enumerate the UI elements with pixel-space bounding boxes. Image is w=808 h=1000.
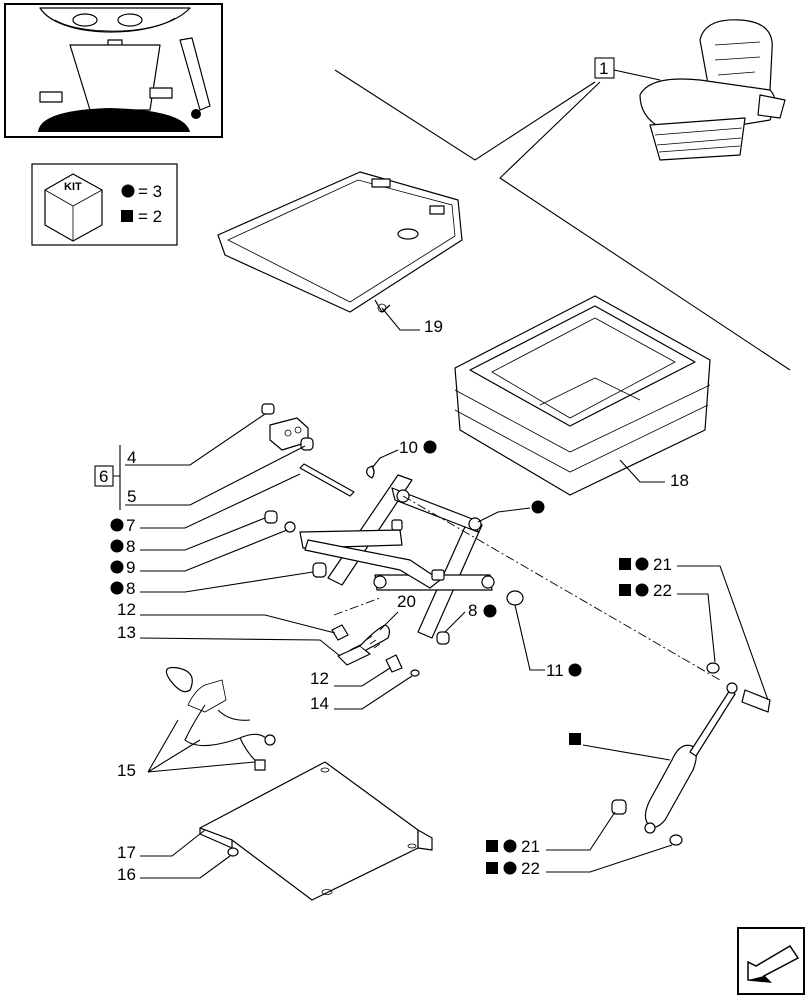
kit-circle-count: = 3 [138, 182, 162, 201]
svg-text:15: 15 [117, 761, 136, 780]
part-8-bushing-right [436, 631, 450, 645]
callout-7[interactable]: 7 [110, 473, 301, 535]
svg-text:17: 17 [117, 843, 136, 862]
part-14-pin [410, 669, 420, 677]
part-16-nut [227, 847, 239, 857]
filled-square-icon [121, 210, 133, 222]
svg-text:11: 11 [546, 661, 564, 680]
part-8-bushing-lower [312, 562, 327, 578]
part-11-bushing [506, 590, 524, 606]
callout-15[interactable]: 15 [117, 719, 256, 780]
svg-text:12: 12 [310, 669, 329, 688]
part-21-bolt-lower [611, 799, 627, 815]
callout-1[interactable]: 1 [594, 57, 661, 81]
svg-text:1: 1 [599, 59, 608, 78]
callout-13[interactable]: 13 [117, 623, 341, 657]
callout-21-lower[interactable]: 21 [486, 811, 616, 856]
callout-22-lower[interactable]: 22 [486, 844, 673, 878]
svg-text:8: 8 [126, 537, 135, 556]
svg-text:9: 9 [126, 558, 135, 577]
kit-word: KIT [64, 181, 82, 193]
callout-6[interactable]: 6 [94, 445, 121, 510]
svg-text:20: 20 [397, 592, 416, 611]
svg-text:18: 18 [670, 471, 689, 490]
svg-text:4: 4 [127, 448, 136, 467]
callout-circle-marker[interactable] [477, 500, 545, 523]
svg-text:22: 22 [653, 581, 672, 600]
callout-8-b[interactable]: 8 [110, 571, 314, 598]
callout-10[interactable]: 10 [371, 438, 437, 469]
svg-text:19: 19 [424, 317, 443, 336]
callout-11[interactable]: 11 [514, 604, 582, 680]
callout-12-b[interactable]: 12 [310, 667, 391, 688]
complete-seat-illustration [639, 19, 786, 161]
callout-18[interactable]: 18 [619, 459, 689, 490]
svg-text:8: 8 [468, 601, 477, 620]
svg-text:10: 10 [399, 438, 418, 457]
svg-text:5: 5 [127, 487, 136, 506]
callout-14[interactable]: 14 [310, 675, 413, 713]
callout-12-a[interactable]: 12 [117, 600, 336, 634]
kit-legend: KIT = 3 = 2 [31, 163, 178, 246]
callout-8-c[interactable]: 8 [444, 601, 497, 633]
callout-4[interactable]: 4 [125, 413, 266, 467]
callout-5[interactable]: 5 [125, 445, 306, 506]
callout-17[interactable]: 17 [117, 829, 206, 862]
axis-line-main [402, 495, 721, 681]
part-8-bushing-upper [264, 510, 278, 524]
part-9-washer [284, 521, 296, 533]
callout-22-upper[interactable]: 22 [619, 581, 716, 663]
svg-text:14: 14 [310, 694, 329, 713]
callout-20[interactable]: 20 [379, 592, 416, 631]
callout-19[interactable]: 19 [381, 307, 443, 336]
svg-text:6: 6 [99, 467, 108, 486]
callout-16[interactable]: 16 [117, 855, 231, 884]
part-21-bolt-upper [741, 689, 771, 713]
svg-text:21: 21 [653, 555, 672, 574]
part-18-bellows-cover [454, 295, 711, 496]
part-15-wiring-harness [165, 666, 276, 771]
svg-text:8: 8 [126, 579, 135, 598]
gas-spring [644, 682, 738, 834]
svg-text:22: 22 [521, 859, 540, 878]
part-17-base-plate [199, 761, 433, 901]
part-20-spring [359, 624, 391, 651]
filled-circle-icon [121, 184, 135, 198]
part-10-clip [366, 465, 375, 479]
svg-text:12: 12 [117, 600, 136, 619]
callout-square-marker[interactable] [569, 733, 671, 761]
callout-8-a[interactable]: 8 [110, 517, 266, 556]
axis-line-lever [333, 597, 381, 616]
back-arrow-icon[interactable] [737, 927, 805, 995]
svg-text:16: 16 [117, 865, 136, 884]
callout-9[interactable]: 9 [110, 529, 288, 577]
part-22-washer-upper [706, 662, 720, 674]
part-19-seat-plate [217, 171, 463, 313]
part-12-clip-upper [331, 624, 349, 641]
svg-text:7: 7 [126, 516, 135, 535]
parts-4-5-bracket [261, 403, 355, 497]
part-22-washer-lower [669, 834, 683, 846]
thumbnail-marker-icon [191, 109, 201, 119]
svg-text:13: 13 [117, 623, 136, 642]
cube-icon [44, 173, 103, 242]
section-line-lower [499, 81, 791, 371]
kit-square-count: = 2 [138, 207, 162, 226]
svg-text:21: 21 [521, 837, 540, 856]
location-thumbnail[interactable] [4, 3, 223, 138]
callout-21-upper[interactable]: 21 [619, 555, 769, 701]
section-line-upper [334, 69, 596, 161]
scissor-mechanism [299, 474, 495, 639]
